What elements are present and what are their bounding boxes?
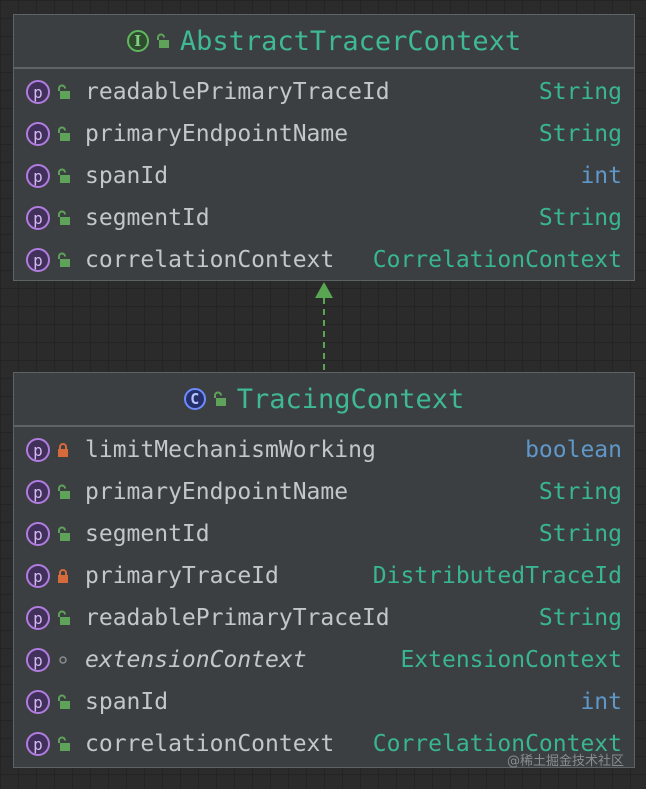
field-row[interactable]: p correlationContext CorrelationContext [14, 723, 634, 765]
field-name: correlationContext [85, 247, 335, 273]
property-icon: p [26, 248, 50, 272]
open-lock-icon [55, 126, 71, 142]
field-name: primaryEndpointName [85, 479, 349, 505]
field-type: String [538, 479, 622, 505]
field-list: p limitMechanismWorking boolean p primaryEnd… [14, 427, 634, 765]
field-row[interactable]: p primaryEndpointName String [14, 471, 634, 513]
node-title: AbstractTracerContext [179, 25, 522, 57]
field-row[interactable]: p correlationContext CorrelationContext [14, 239, 634, 281]
interface-icon: I [126, 30, 149, 52]
field-row[interactable]: p readablePrimaryTraceId String [14, 71, 634, 113]
open-lock-icon [55, 694, 71, 710]
field-row[interactable]: p readablePrimaryTraceId String [14, 597, 634, 639]
property-icon: p [26, 80, 50, 104]
property-icon: p [26, 606, 50, 630]
field-row[interactable]: p spanId int [14, 155, 634, 197]
field-name: correlationContext [85, 731, 335, 757]
field-name: spanId [85, 163, 169, 189]
field-name: readablePrimaryTraceId [85, 79, 390, 105]
open-lock-icon [55, 736, 71, 752]
field-name: extensionContext [85, 647, 307, 673]
property-icon: p [26, 480, 50, 504]
field-row[interactable]: p primaryTraceId DistributedTraceId [14, 555, 634, 597]
field-name: segmentId [85, 205, 210, 231]
field-name: limitMechanismWorking [85, 437, 376, 463]
open-lock-icon [55, 252, 71, 268]
private-lock-icon [55, 442, 71, 458]
package-private-icon [55, 652, 71, 668]
field-row[interactable]: p segmentId String [14, 513, 634, 555]
field-type: DistributedTraceId [372, 563, 622, 589]
node-header: I AbstractTracerContext [14, 15, 634, 69]
field-type: String [538, 521, 622, 547]
open-lock-icon [211, 391, 227, 407]
class-icon: C [183, 388, 206, 410]
field-name: spanId [85, 689, 169, 715]
property-icon: p [26, 438, 50, 462]
node-header: C TracingContext [14, 373, 634, 427]
field-type: int [580, 163, 622, 189]
field-row[interactable]: p extensionContext ExtensionContext [14, 639, 634, 681]
open-lock-icon [154, 33, 170, 49]
field-type: String [538, 121, 622, 147]
private-lock-icon [55, 568, 71, 584]
open-lock-icon [55, 526, 71, 542]
field-type: CorrelationContext [372, 247, 622, 273]
field-name: primaryEndpointName [85, 121, 349, 147]
property-icon: p [26, 522, 50, 546]
implements-arrow [315, 282, 333, 372]
abstract-tracer-context-node[interactable]: I AbstractTracerContext p readablePrimary… [13, 14, 635, 281]
property-icon: p [26, 206, 50, 230]
field-type: ExtensionContext [400, 647, 622, 673]
field-row[interactable]: p limitMechanismWorking boolean [14, 429, 634, 471]
watermark: @稀土掘金技术社区 [506, 754, 624, 769]
field-name: segmentId [85, 521, 210, 547]
field-row[interactable]: p segmentId String [14, 197, 634, 239]
field-row[interactable]: p spanId int [14, 681, 634, 723]
property-icon: p [26, 564, 50, 588]
field-type: CorrelationContext [372, 731, 622, 757]
open-lock-icon [55, 84, 71, 100]
field-name: primaryTraceId [85, 563, 279, 589]
field-type: boolean [525, 437, 622, 463]
open-lock-icon [55, 210, 71, 226]
property-icon: p [26, 122, 50, 146]
property-icon: p [26, 164, 50, 188]
open-lock-icon [55, 610, 71, 626]
field-name: readablePrimaryTraceId [85, 605, 390, 631]
field-type: String [538, 605, 622, 631]
property-icon: p [26, 648, 50, 672]
field-row[interactable]: p primaryEndpointName String [14, 113, 634, 155]
open-lock-icon [55, 484, 71, 500]
tracing-context-node[interactable]: C TracingContext p limitMechanismWorking b… [13, 372, 635, 768]
property-icon: p [26, 732, 50, 756]
field-type: String [538, 79, 622, 105]
open-lock-icon [55, 168, 71, 184]
field-type: String [538, 205, 622, 231]
node-title: TracingContext [236, 383, 465, 415]
property-icon: p [26, 690, 50, 714]
field-type: int [580, 689, 622, 715]
